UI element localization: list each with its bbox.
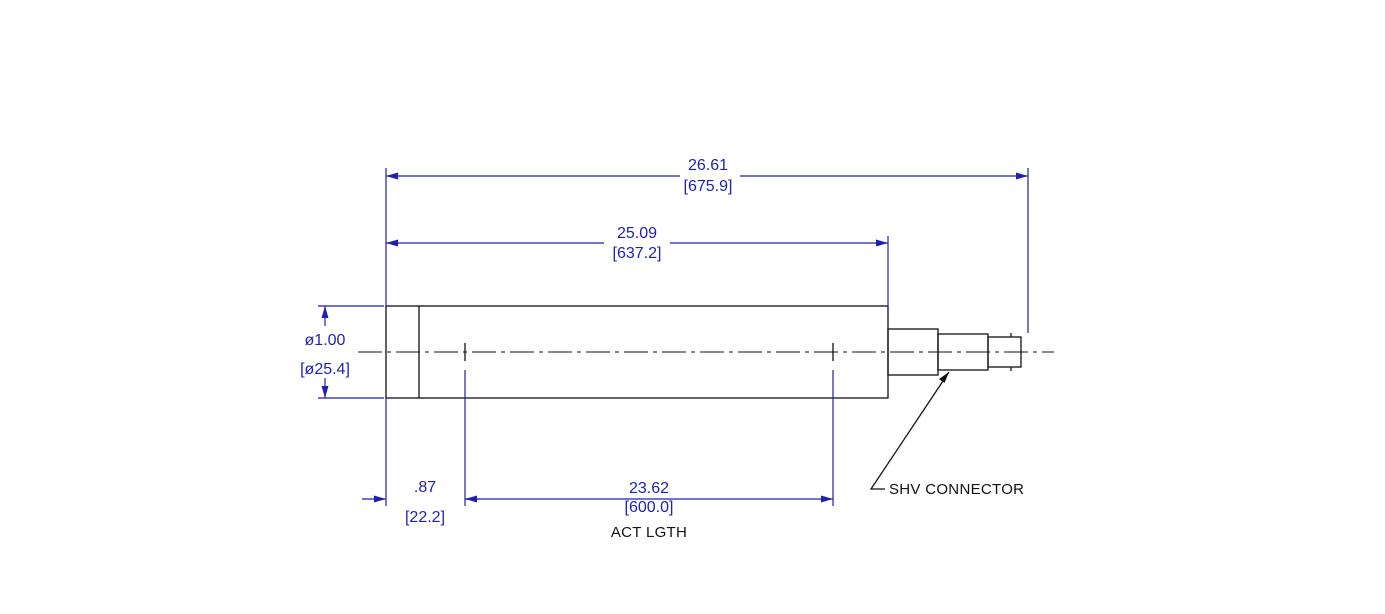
diameter-inch: ø1.00 bbox=[305, 332, 346, 349]
overall-length-mm: [675.9] bbox=[684, 178, 733, 195]
dim-overall-length: 26.61 [675.9] bbox=[386, 157, 1028, 195]
body-length-mm: [637.2] bbox=[613, 245, 662, 262]
arrowhead bbox=[386, 239, 398, 247]
diameter-mm: [ø25.4] bbox=[300, 361, 350, 378]
leader-arrowhead bbox=[939, 372, 949, 383]
connector-label: SHV CONNECTOR bbox=[889, 481, 1024, 498]
arrowhead bbox=[374, 495, 386, 503]
arrowhead bbox=[876, 239, 888, 247]
dim-body-length: 25.09 [637.2] bbox=[386, 225, 888, 262]
body-length-inch: 25.09 bbox=[617, 225, 657, 242]
active-length-label: ACT LGTH bbox=[611, 524, 687, 541]
active-length-mm: [600.0] bbox=[625, 499, 674, 516]
extension-lines bbox=[318, 168, 1029, 506]
arrowhead bbox=[321, 306, 329, 318]
connector-leader: SHV CONNECTOR bbox=[869, 371, 1024, 498]
active-length-inch: 23.62 bbox=[629, 480, 669, 497]
arrowhead bbox=[1016, 172, 1028, 180]
end-offset-mm: [22.2] bbox=[405, 509, 445, 526]
arrowhead bbox=[386, 172, 398, 180]
arrowhead bbox=[321, 386, 329, 398]
end-offset-inch: .87 bbox=[414, 479, 436, 496]
dim-active-length: 23.62 [600.0] ACT LGTH bbox=[465, 480, 833, 541]
arrowhead bbox=[821, 495, 833, 503]
dim-end-offset: .87 [22.2] bbox=[362, 479, 480, 526]
dim-diameter: ø1.00 [ø25.4] bbox=[300, 306, 350, 398]
overall-length-inch: 26.61 bbox=[688, 157, 728, 174]
